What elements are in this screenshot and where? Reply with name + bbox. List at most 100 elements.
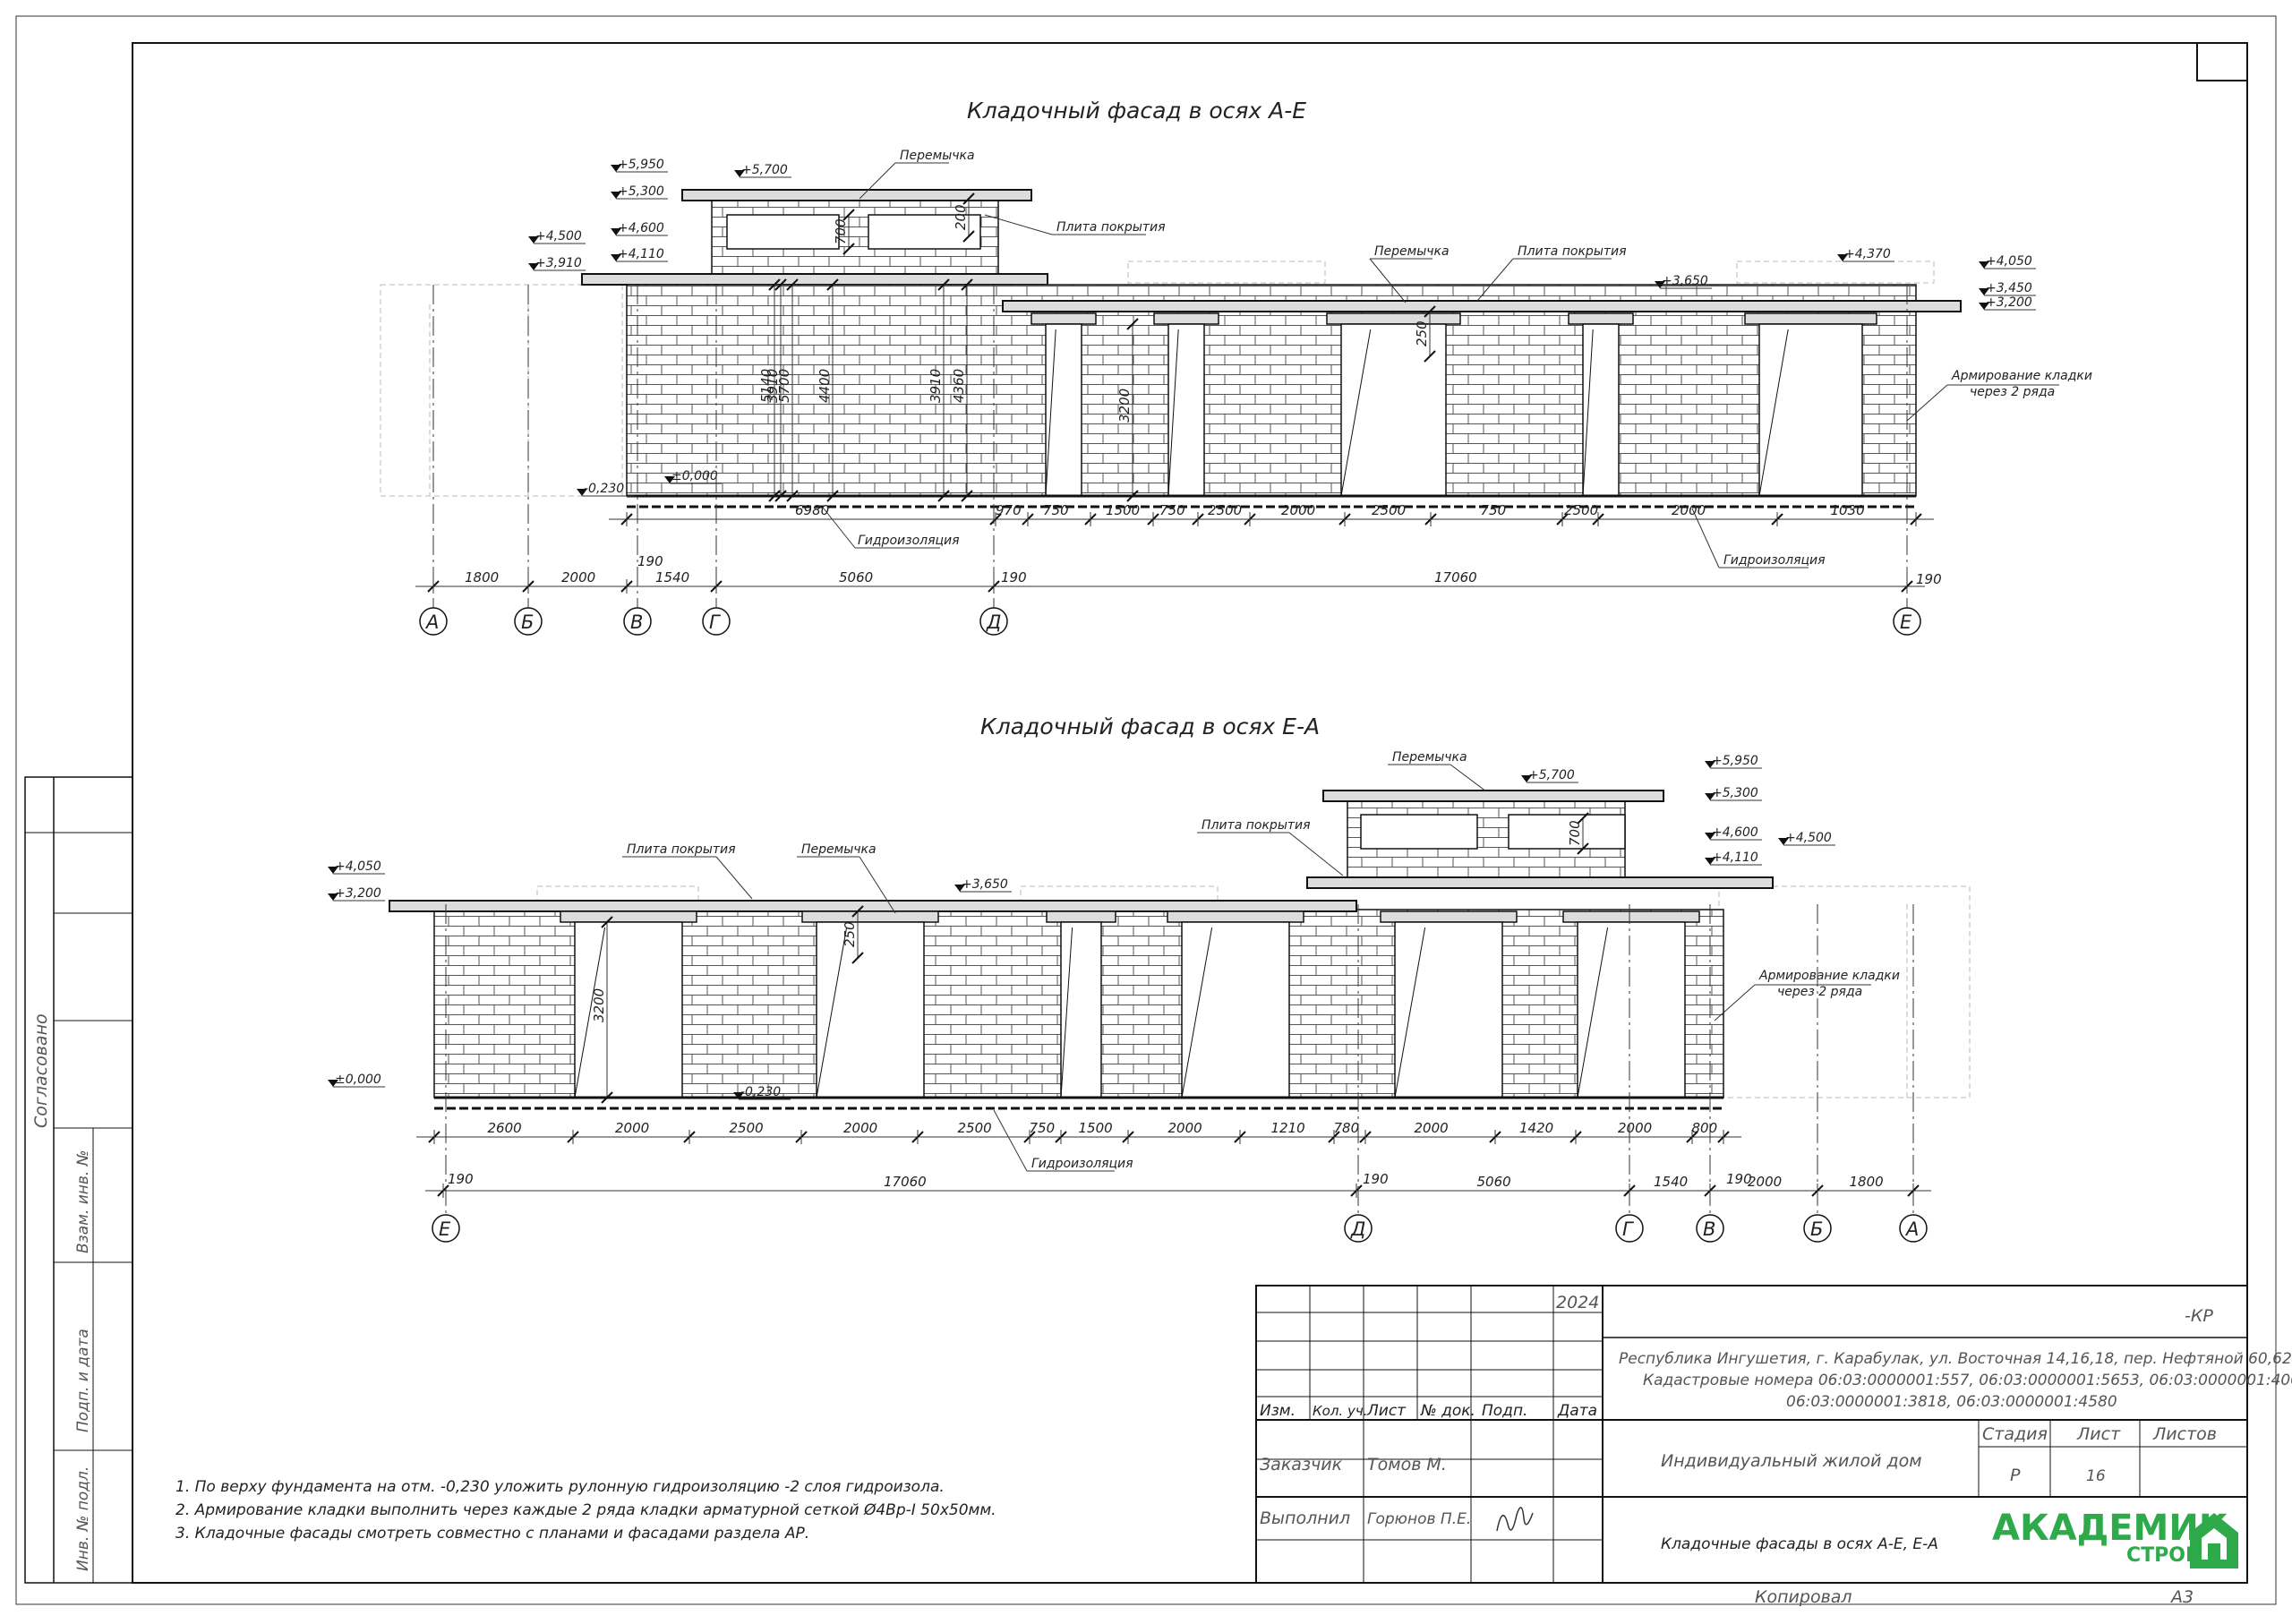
bot-axis-bubble <box>1899 1214 1928 1243</box>
top-dim: 750 <box>1159 502 1185 518</box>
bot-callout-lintel-1: Перемычка <box>801 842 877 857</box>
top-level: +5,700 <box>741 163 788 177</box>
bot-callout-reinf-1: Армирование кладки <box>1758 969 1900 983</box>
facade-top: Кладочный фасад в осях А-Е +5,950+5,300+… <box>380 98 2092 636</box>
roof-slab-b <box>389 900 1357 912</box>
top-lintel <box>1326 312 1461 325</box>
bot-dim-small: 190 <box>1363 1171 1389 1187</box>
signature <box>1496 1507 1534 1532</box>
facade-bottom-title: Кладочный фасад в осях Е-А <box>980 714 1320 739</box>
bot-lintel <box>1380 910 1518 923</box>
top-level: +4,600 <box>618 221 664 235</box>
top-axis-bubble <box>979 607 1008 636</box>
top-inner-dim: 250 <box>1414 321 1430 346</box>
top-lintel <box>1744 312 1877 325</box>
bot-lintel <box>560 910 697 923</box>
top-level: +4,370 <box>1844 247 1891 261</box>
top-level: +3,200 <box>1986 295 2032 310</box>
bot-level: +4,600 <box>1712 825 1758 840</box>
upper-window-2 <box>868 214 981 250</box>
general-notes: 1. По верху фундамента на отм. -0,230 ул… <box>175 1478 996 1543</box>
bot-callout-slab-2: Плита покрытия <box>1202 818 1311 833</box>
bot-axis-label: Г <box>1622 1218 1635 1240</box>
bot-level: +3,650 <box>962 877 1008 892</box>
bot-level: +3,200 <box>335 886 381 901</box>
tb-format: А3 <box>2169 1587 2194 1607</box>
title-block: 2024 -КР Республика Ингушетия, г. Карабу… <box>1255 1285 2292 1607</box>
bot-inner-dim: 3200 <box>591 988 607 1022</box>
upper-slab <box>681 189 1032 201</box>
top-axis-label: Е <box>1900 611 1912 633</box>
tb-drawing: Кладочные фасады в осях А-Е, Е-А <box>1661 1535 1938 1553</box>
top-inner-dim: 3200 <box>1116 389 1133 423</box>
tb-address-1: Республика Ингушетия, г. Карабулак, ул. … <box>1619 1350 2292 1368</box>
bot-dim: 1500 <box>1079 1120 1113 1136</box>
bot-level: +5,950 <box>1712 754 1758 768</box>
bot-dim: 5060 <box>1477 1174 1511 1190</box>
bot-lintel <box>801 910 939 923</box>
top-level: +3,450 <box>1986 281 2032 295</box>
top-callout-hydro-2: Гидроизоляция <box>1723 553 1826 568</box>
top-axis-bubble <box>419 607 448 636</box>
top-axis-bubble <box>623 607 652 636</box>
bot-inner-dim: 700 <box>1567 820 1583 846</box>
bot-dim: 2500 <box>730 1120 764 1136</box>
top-opening <box>1340 323 1447 497</box>
tb-sheet: 16 <box>2086 1467 2106 1485</box>
tb-name-1: Томов М. <box>1367 1455 1447 1474</box>
tb-col-doc: № док. <box>1420 1402 1475 1420</box>
top-inner-dim: 700 <box>833 218 849 244</box>
tb-address-2: Кадастровые номера 06:03:0000001:557, 06… <box>1643 1372 2292 1389</box>
top-inner-dim: 3910 <box>928 369 944 403</box>
ghost-canopy-left <box>380 284 623 497</box>
top-inner-dim: 200 <box>953 204 969 230</box>
bot-level: +4,500 <box>1785 831 1832 845</box>
bot-dim: 750 <box>1030 1120 1056 1136</box>
top-axis-label: А <box>424 611 439 633</box>
tb-col-kol: Кол. уч. <box>1313 1403 1367 1419</box>
top-dim: 6980 <box>795 502 829 518</box>
top-opening <box>1045 323 1082 497</box>
tb-year: 2024 <box>1556 1293 1599 1312</box>
mid-slab <box>581 273 1048 286</box>
top-dim: 750 <box>1043 502 1069 518</box>
top-lintel <box>1568 312 1634 325</box>
logo-main: АКАДЕМИК <box>1992 1508 2228 1549</box>
top-dim-small: 190 <box>637 553 663 569</box>
top-callout-reinf-1: Армирование кладки <box>1951 369 2092 383</box>
outer-border <box>15 15 2277 1605</box>
bot-axis-label: В <box>1703 1218 1715 1240</box>
bot-callout-hydro: Гидроизоляция <box>1031 1157 1133 1171</box>
tb-stage: Р <box>2010 1466 2021 1485</box>
tb-col-izm: Изм. <box>1260 1402 1296 1420</box>
top-level: +4,050 <box>1986 254 2032 269</box>
bot-opening <box>1577 921 1686 1098</box>
top-dim: 17060 <box>1434 569 1477 585</box>
side-field-3: Инв. № подл. <box>74 1466 92 1571</box>
top-callout-reinf-2: через 2 ряда <box>1970 385 2055 399</box>
bot-dim: 2000 <box>615 1120 649 1136</box>
tb-role-1: Заказчик <box>1260 1455 1343 1474</box>
bot-axis-bubble <box>1803 1214 1832 1243</box>
bot-opening <box>816 921 925 1098</box>
tb-col-podp: Подп. <box>1482 1402 1527 1420</box>
bot-dim: 1540 <box>1654 1174 1688 1190</box>
bot-callout-reinf-2: через 2 ряда <box>1777 985 1862 999</box>
tb-role-2: Выполнил <box>1260 1509 1350 1528</box>
top-level: +5,950 <box>618 158 664 172</box>
top-dim: 2000 <box>561 569 595 585</box>
upper-slab-b <box>1322 790 1664 802</box>
bot-lintel <box>1046 910 1116 923</box>
top-callout-hydro-1: Гидроизоляция <box>858 534 960 548</box>
top-axis-bubble <box>1893 607 1921 636</box>
top-callout-lintel-1: Перемычка <box>900 149 975 163</box>
logo-house-icon <box>2190 1513 2238 1568</box>
top-dim: 5060 <box>839 569 873 585</box>
bot-opening <box>1394 921 1503 1098</box>
top-callout-lintel-2: Перемычка <box>1374 244 1450 259</box>
tb-col-list: Лист <box>1366 1402 1407 1420</box>
bot-axis-label: Д <box>1350 1218 1365 1240</box>
top-level: +5,300 <box>618 184 664 199</box>
